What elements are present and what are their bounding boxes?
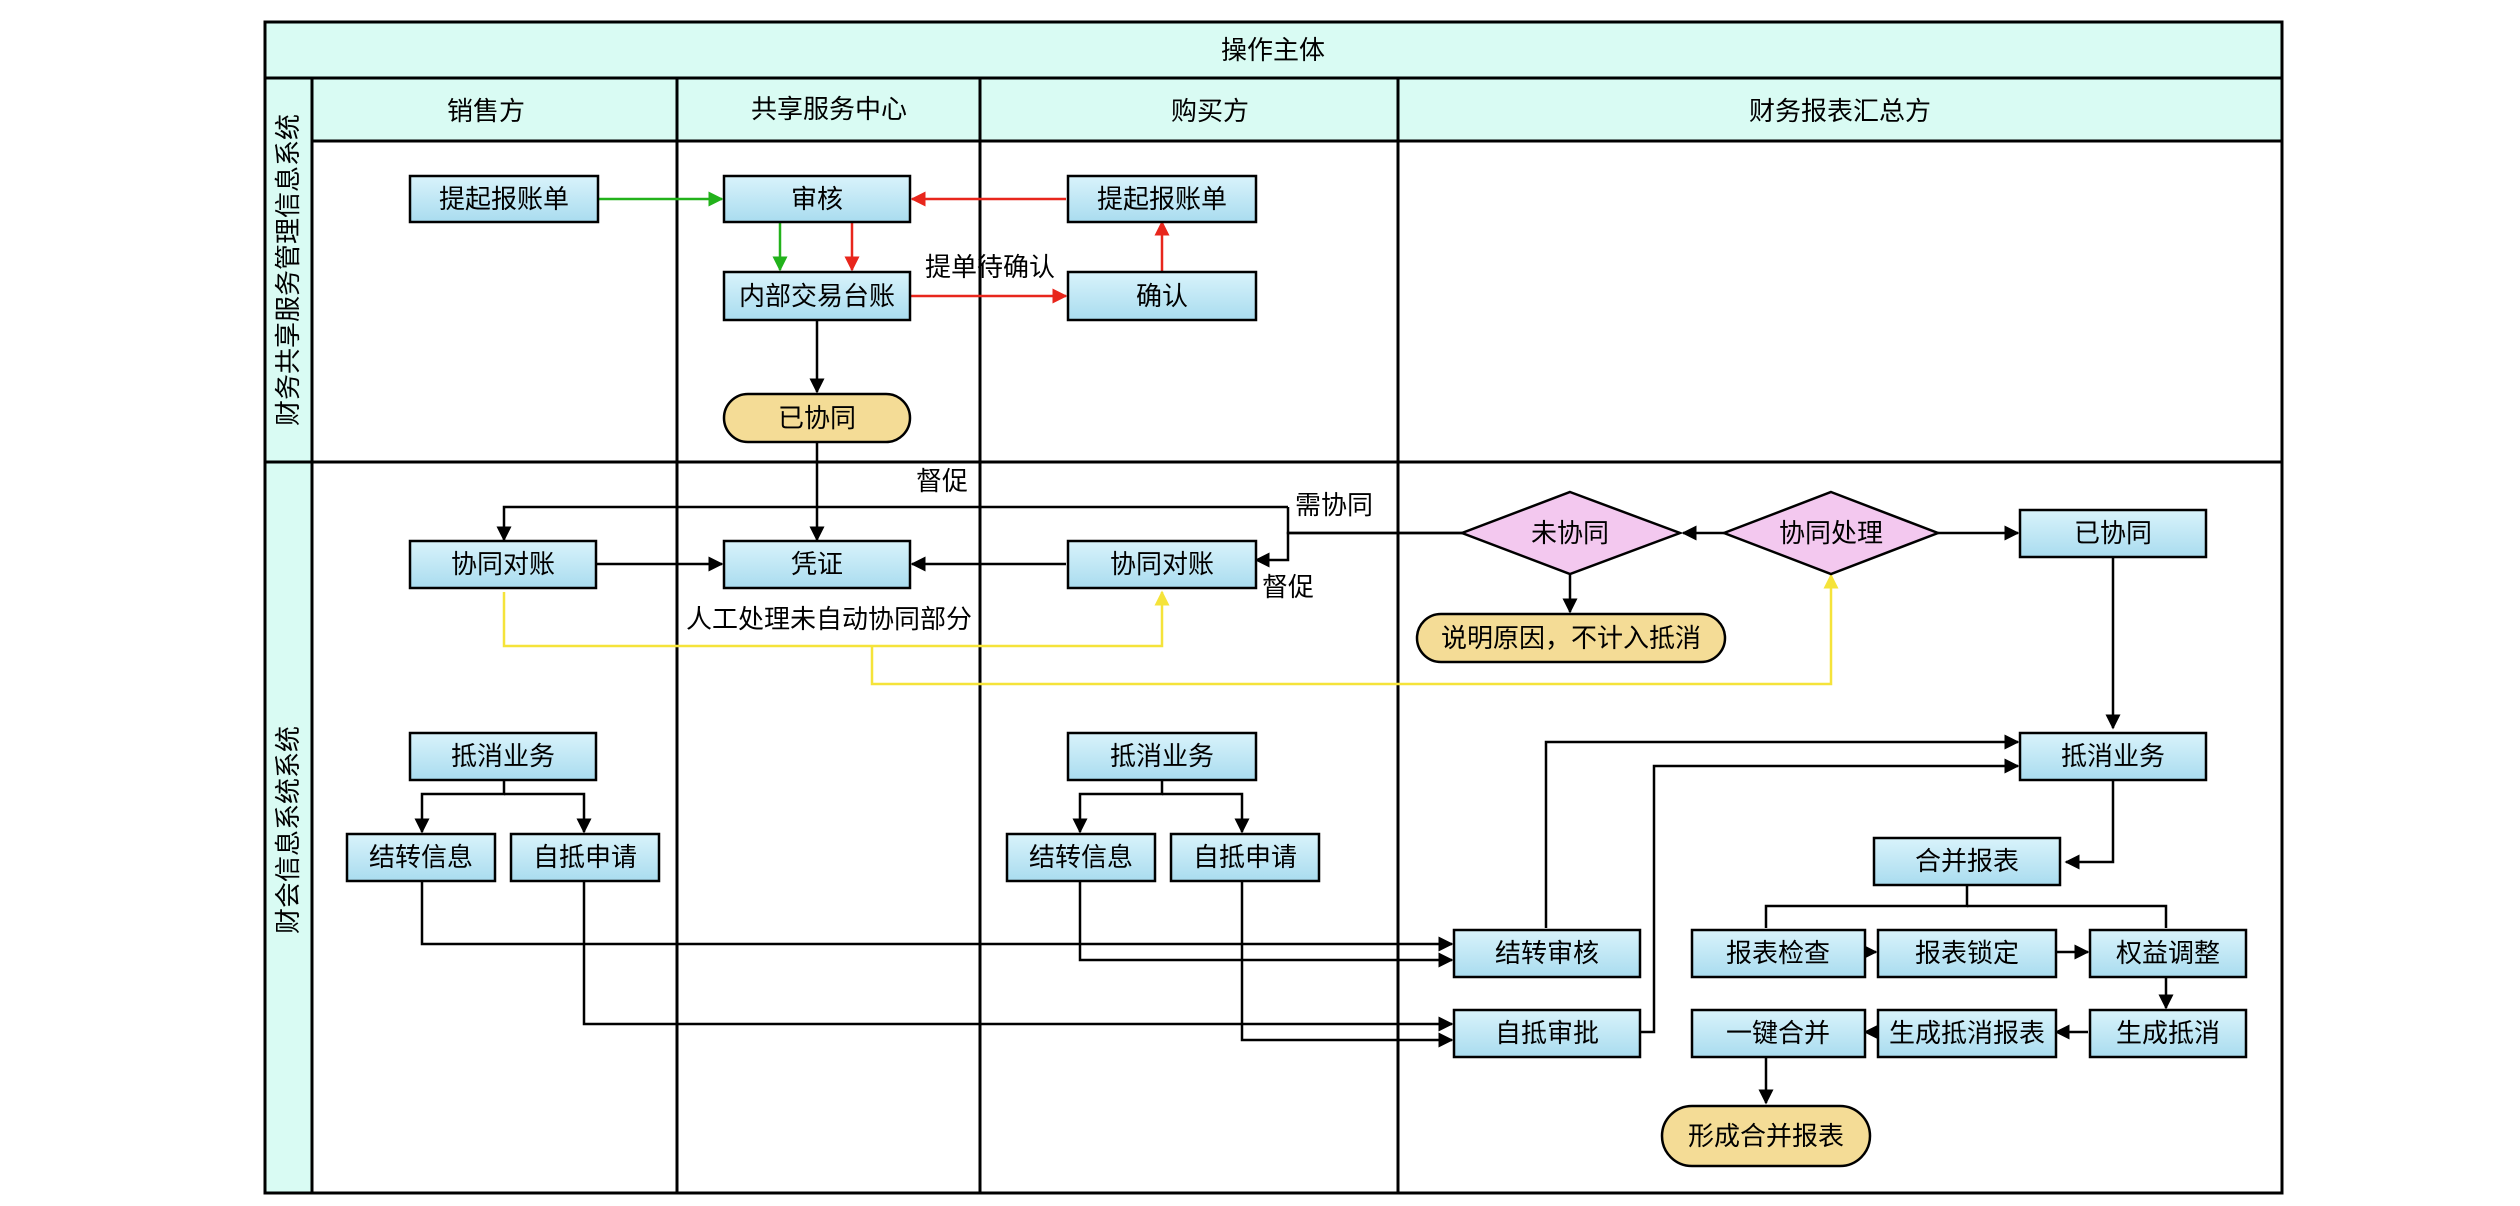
node-audit-label: 审核 [791,185,843,215]
node-form-merged-report: 形成合并报表 [1660,1104,1872,1168]
node-buyer-carry: 结转信息 [1005,832,1157,883]
label-urge-right: 督促 [1262,573,1314,603]
column-service-center: 共享服务中心 [751,95,907,125]
node-carry-review: 结转审核 [1452,928,1642,979]
node-buyer-carry-label: 结转信息 [1029,843,1133,873]
label-need-collab: 需协同 [1295,491,1373,521]
node-gen-offset-report-label: 生成抵消报表 [1889,1019,2045,1049]
node-collaborated-top-label: 已协同 [778,404,856,434]
node-seller-self-apply: 自抵申请 [509,832,661,883]
node-seller-carry-label: 结转信息 [369,843,473,873]
node-buyer-submit-label: 提起报账单 [1097,185,1227,215]
node-one-click-merge: 一键合并 [1690,1008,1867,1059]
node-merge-reports-label: 合并报表 [1915,847,2019,877]
node-seller-submit: 提起报账单 [408,174,600,224]
row-header-bar [263,76,314,1195]
node-seller-submit-label: 提起报账单 [439,185,569,215]
node-gen-offset-report: 生成抵消报表 [1876,1008,2058,1059]
column-report-summary: 财务报表汇总方 [1749,97,1931,127]
node-seller-self-apply-label: 自抵申请 [533,843,637,873]
node-one-click-merge-label: 一键合并 [1726,1019,1830,1049]
node-buyer-submit: 提起报账单 [1066,174,1258,224]
node-self-approve-label: 自抵审批 [1495,1019,1599,1049]
node-report-check: 报表检查 [1690,928,1867,979]
row-accounting-system: 财会信息系统系统 [274,726,304,934]
node-form-merged-report-label: 形成合并报表 [1688,1122,1844,1152]
node-collaborated-right: 已协同 [2018,508,2208,559]
node-report-lock-label: 报表锁定 [1915,939,2019,969]
node-internal-ledger: 内部交易台账 [722,270,912,322]
connectors [414,191,2174,1105]
node-self-approve: 自抵审批 [1452,1008,1642,1059]
node-buyer-reconcile-label: 协同对账 [1110,550,1214,580]
header-title: 操作主体 [1221,36,1325,66]
node-voucher: 凭证 [722,539,912,590]
label-urge-top: 督促 [916,467,968,497]
node-buyer-reconcile: 协同对账 [1066,539,1258,590]
node-gen-offset-label: 生成抵消 [2116,1019,2220,1049]
node-summary-offset: 抵消业务 [2018,731,2208,782]
column-header-bar [310,76,2284,143]
node-buyer-self-apply-label: 自抵申请 [1193,843,1297,873]
node-buyer-self-apply: 自抵申请 [1169,832,1321,883]
node-confirm: 确认 [1066,270,1258,322]
node-not-collaborated: 未协同 [1458,490,1684,576]
node-equity-adjust-label: 权益调整 [2116,939,2220,969]
node-explain-reason: 说明原因，不计入抵消 [1415,612,1727,664]
node-buyer-offset-label: 抵消业务 [1110,742,1214,772]
node-collab-process: 协同处理 [1720,490,1942,576]
row-shared-service-system: 财务共享服务管理信息系统 [274,114,304,426]
node-internal-ledger-label: 内部交易台账 [739,282,895,312]
node-merge-reports: 合并报表 [1872,836,2062,887]
node-report-lock: 报表锁定 [1876,928,2058,979]
node-not-collaborated-label: 未协同 [1531,519,1609,549]
node-confirm-label: 确认 [1136,282,1188,312]
node-collaborated-top: 已协同 [722,392,912,444]
node-collab-process-label: 协同处理 [1779,519,1883,549]
column-buyer: 购买方 [1171,97,1249,127]
node-voucher-label: 凭证 [791,550,843,580]
node-seller-reconcile: 协同对账 [408,539,598,590]
outer-border [263,20,2284,1195]
node-seller-carry: 结转信息 [345,832,497,883]
node-explain-reason-label: 说明原因，不计入抵消 [1441,624,1701,654]
node-collaborated-right-label: 已协同 [2074,519,2152,549]
node-gen-offset: 生成抵消 [2088,1008,2248,1059]
label-manual-process: 人工处理未自动协同部分 [686,605,972,635]
label-pending-confirm: 提单待确认 [925,253,1055,283]
node-seller-offset: 抵消业务 [408,731,598,782]
node-carry-review-label: 结转审核 [1495,939,1599,969]
node-audit: 审核 [722,174,912,224]
node-summary-offset-label: 抵消业务 [2061,742,2165,772]
node-seller-offset-label: 抵消业务 [451,742,555,772]
node-buyer-offset: 抵消业务 [1066,731,1258,782]
column-seller: 销售方 [447,97,525,127]
swimlane-grid [263,20,2284,1195]
node-seller-reconcile-label: 协同对账 [451,550,555,580]
node-report-check-label: 报表检查 [1726,939,1830,969]
node-equity-adjust: 权益调整 [2088,928,2248,979]
